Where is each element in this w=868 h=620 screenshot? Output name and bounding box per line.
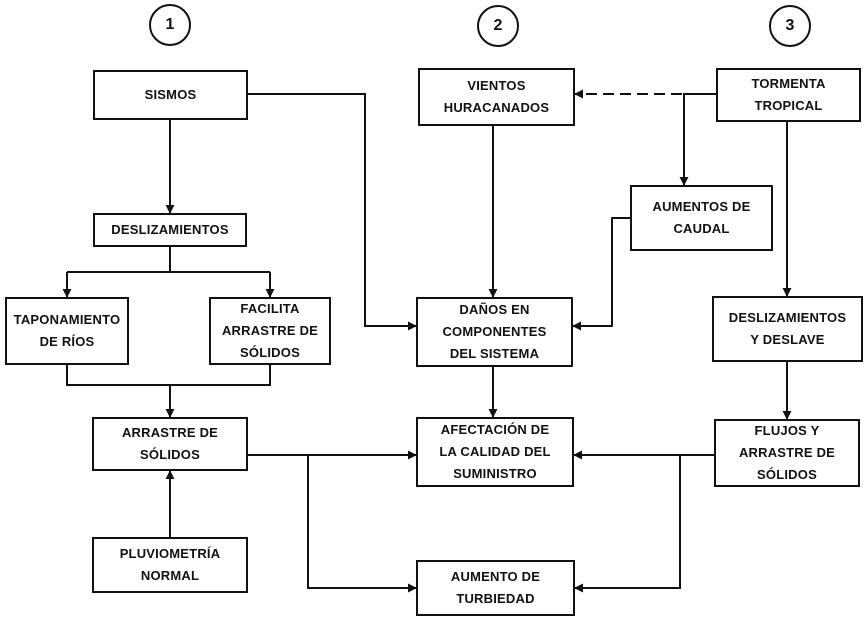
arrow-tormenta-to-caudal: [679, 93, 716, 186]
box-aumentos-de-caudal: AUMENTOS DE CAUDAL: [630, 185, 773, 251]
box-afectacion-calidad: AFECTACIÓN DE LA CALIDAD DEL SUMINISTRO: [416, 417, 574, 487]
box-label-line: CAUDAL: [673, 221, 730, 236]
box-label-line: ARRASTRE DE: [121, 425, 219, 440]
box-label-line: COMPONENTES: [442, 324, 547, 339]
box-sismos: SISMOS: [93, 70, 248, 120]
box-tormenta-tropical: TORMENTA TROPICAL: [716, 68, 861, 122]
box-arrastre-de-solidos: ARRASTRE DE SÓLIDOS: [92, 417, 248, 471]
box-label-line: ARRASTRE DE: [738, 445, 836, 460]
box-label-line: TORMENTA: [751, 76, 826, 91]
box-label-line: PLUVIOMETRÍA: [119, 546, 221, 561]
box-vientos-huracanados: VIENTOS HURACANADOS: [418, 68, 575, 126]
box-label-line: VIENTOS: [467, 78, 526, 93]
box-label-line: TROPICAL: [754, 98, 823, 113]
arrow-flujos-to-turbiedad: [574, 455, 681, 593]
box-label-line: DEL SISTEMA: [449, 346, 540, 361]
box-taponamiento-de-rios: TAPONAMIENTO DE RÍOS: [5, 297, 129, 365]
box-label-line: AFECTACIÓN DE: [440, 422, 550, 437]
box-label-line: ARRASTRE DE: [221, 323, 319, 338]
connector-merge-to-arrastre: [66, 365, 271, 386]
box-flujos-y-arrastre: FLUJOS Y ARRASTRE DE SÓLIDOS: [714, 419, 860, 487]
box-label-line: SÓLIDOS: [240, 345, 300, 360]
box-label-line: SÓLIDOS: [757, 467, 817, 482]
box-danos-en-componentes: DAÑOS EN COMPONENTES DEL SISTEMA: [416, 297, 573, 367]
box-label-line: LA CALIDAD DEL: [439, 444, 551, 459]
box-label-line: DESLIZAMIENTOS: [728, 310, 847, 325]
box-label-line: TAPONAMIENTO: [13, 312, 121, 327]
box-label-line: FLUJOS Y: [754, 423, 820, 438]
box-label-line: DESLIZAMIENTOS: [111, 222, 229, 237]
box-deslizamientos: DESLIZAMIENTOS: [93, 213, 247, 247]
box-label-line: SUMINISTRO: [453, 466, 537, 481]
box-label-line: AUMENTO DE: [450, 569, 541, 584]
box-facilita-arrastre: FACILITA ARRASTRE DE SÓLIDOS: [209, 297, 331, 365]
column-1-marker: 1: [149, 4, 191, 46]
box-label-line: AUMENTOS DE: [652, 199, 751, 214]
column-3-marker: 3: [769, 5, 811, 47]
box-label-line: DE RÍOS: [39, 334, 95, 349]
box-deslizamientos-y-deslave: DESLIZAMIENTOS Y DESLAVE: [712, 296, 863, 362]
column-2-marker: 2: [477, 5, 519, 47]
box-label-line: Y DESLAVE: [750, 332, 825, 347]
box-label-line: DAÑOS EN: [459, 302, 530, 317]
box-label-line: NORMAL: [140, 568, 200, 583]
box-label-line: TURBIEDAD: [456, 591, 535, 606]
arrow-sismos-to-danos: [248, 93, 417, 331]
arrow-caudal-to-danos: [572, 217, 630, 331]
box-label-line: HURACANADOS: [443, 100, 550, 115]
arrow-arrastre-to-turbiedad: [307, 455, 417, 593]
box-aumento-de-turbiedad: AUMENTO DE TURBIEDAD: [416, 560, 575, 616]
box-label-line: SÓLIDOS: [140, 447, 200, 462]
box-label-line: FACILITA: [240, 301, 300, 316]
box-pluviometria-normal: PLUVIOMETRÍA NORMAL: [92, 537, 248, 593]
box-label-line: SISMOS: [144, 87, 197, 102]
